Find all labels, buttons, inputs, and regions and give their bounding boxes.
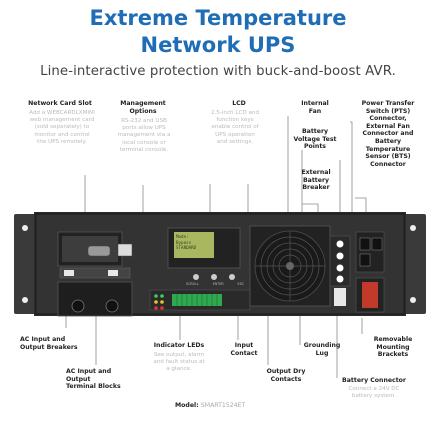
mounting-brackets-label: Removable Mounting Brackets [373,336,413,359]
button-labels: SCROLL ENTER ESC [186,282,244,286]
esc-label: ESC [237,282,244,286]
grounding-lug-label: Grounding Lug [303,342,341,357]
model-line: Model: SMART1524ET [175,402,245,409]
lcd-label: LCD [232,100,246,107]
led-alarm [154,300,158,304]
title-line-1: Extreme Temperature [89,6,347,30]
management-options-desc: RS-232 and USB ports allow UPS managemen… [117,118,171,153]
subtitle: Line-interactive protection with buck-an… [40,64,396,79]
battery-connector-label: Battery Connector [342,377,406,384]
management-options-label: Management Options [120,100,166,115]
network-card-slot-label: Network Card Slot [28,100,92,107]
battery-connector-plug [362,282,378,308]
external-battery-breaker [334,288,346,306]
ac-terminal-blocks-label: AC Input and Output Terminal Blocks [66,368,121,391]
bracket-hole [22,297,28,303]
bracket-hole [22,225,28,231]
lcd-text: Mode: Bypass STANDARD [176,234,214,251]
right-mounting-bracket [402,214,426,314]
indicator-leds-desc: See output, alarm and fault status at a … [153,352,205,373]
indicator-leds-label: Indicator LEDs [153,342,205,349]
bracket-hole [410,225,416,231]
bracket-hole [410,297,416,303]
output-dry-contacts-label: Output Dry Contacts [266,368,306,383]
battery-test-points [329,235,351,287]
model-label: Model: [175,402,199,409]
lcd-line-3: STANDARD [176,245,197,250]
scroll-button [193,274,199,280]
scroll-label: SCROLL [186,282,199,286]
rs232-port [87,245,111,257]
left-mounting-bracket [14,214,38,314]
enter-label: ENTER [212,282,224,286]
internal-fan-label: Internal Fan [301,100,329,115]
led-online [154,294,158,298]
lcd-screen [174,232,214,258]
lcd-desc: 2.5-inch LCD and function keys enable co… [210,110,260,145]
lcd-line-1: Mode: [176,234,189,239]
battery-test-points-label: Battery Voltage Test Points [293,128,337,151]
enter-button [211,274,217,280]
model-value: SMART1524ET [200,402,246,409]
lcd-line-2: Bypass [176,239,192,245]
ac-breakers-label: AC Input and Output Breakers [20,336,78,351]
battery-connector-desc: Connect a 24V DC battery system. [348,386,400,400]
led-fault [154,306,158,310]
breaker-row [59,267,131,279]
external-battery-breaker-label: External Battery Breaker [301,169,331,192]
title-line-2: Network UPS [140,33,296,57]
input-contact-label: Input Contact [230,342,258,357]
usb-port [117,243,133,257]
network-card-slot-desc: Add a WEBCARDLXMINI web management card … [29,110,95,145]
pts-connector-label: Power Transfer Switch (PTS) Connector, E… [361,100,415,168]
ac-terminal-block [57,281,133,317]
esc-button [229,274,235,280]
